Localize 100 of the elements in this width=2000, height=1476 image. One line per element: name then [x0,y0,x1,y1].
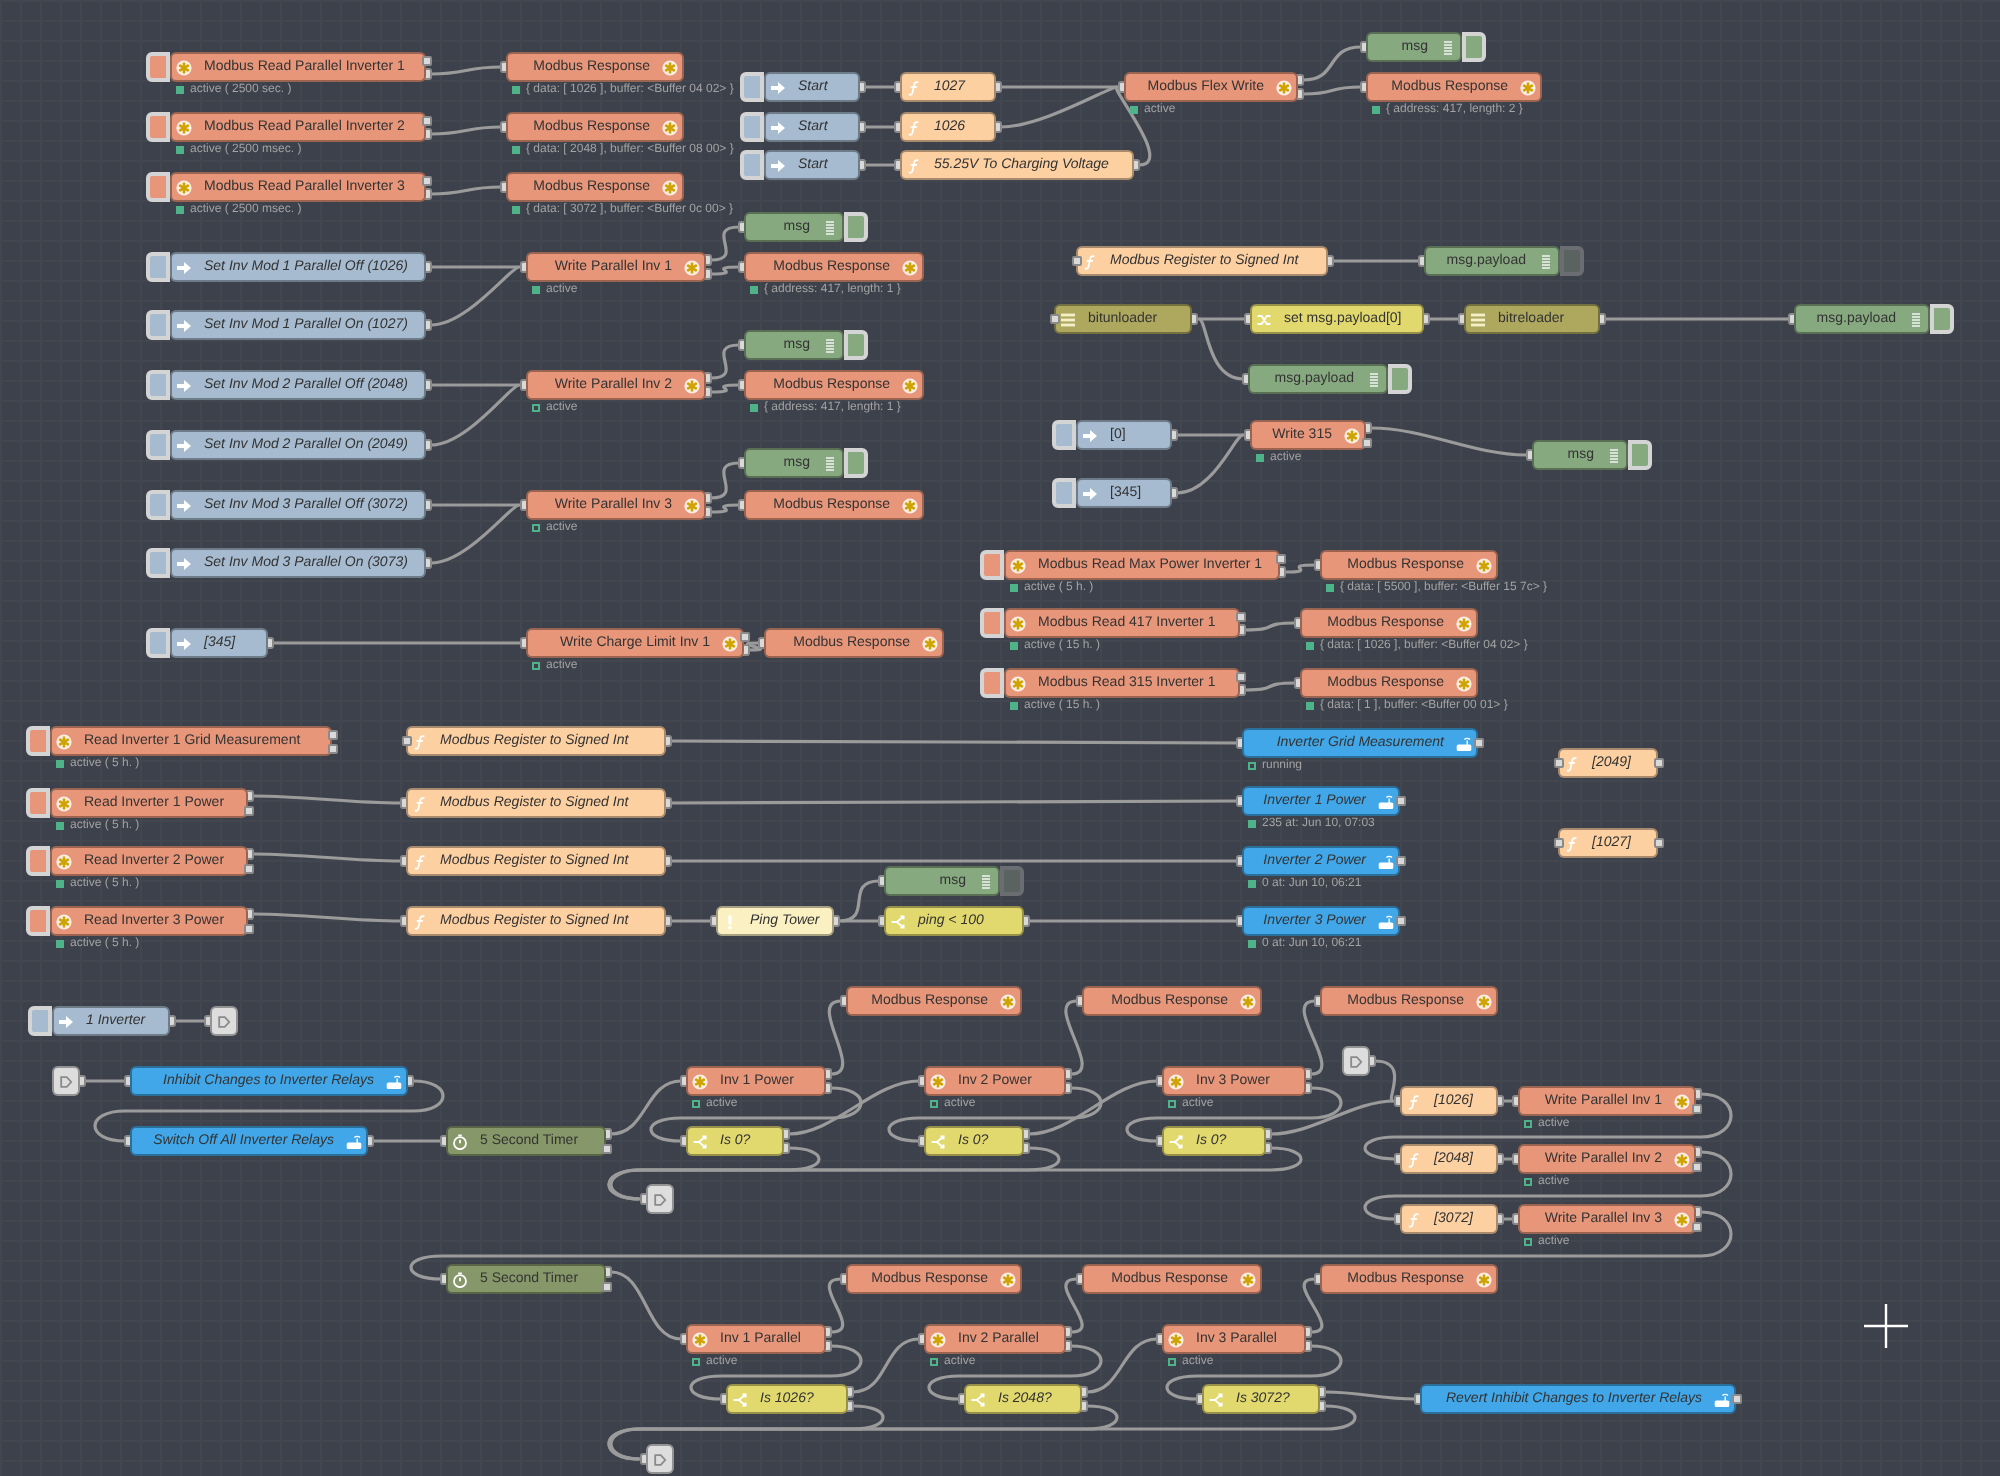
flow-node [1400,1144,1498,1174]
flow-node [846,1264,1022,1294]
flow-node [1400,1204,1498,1234]
flow-node [1300,668,1478,698]
flow-node [1202,1384,1320,1414]
flow-node [446,1264,606,1294]
flow-node [884,866,1000,896]
flow-node [744,330,844,360]
small-node [646,1184,674,1214]
flow-node [900,72,996,102]
flow-node [506,52,684,82]
flow-node [764,112,860,142]
flow-node [1558,748,1658,778]
flow-node [900,112,996,142]
flow-node [1320,1264,1498,1294]
flow-node [170,548,426,578]
flow-node [1320,986,1498,1016]
flow-node [406,846,666,876]
small-node [52,1066,80,1096]
wire [411,1206,1733,1285]
flow-node [526,252,706,282]
flow-node [764,72,860,102]
flow-node [170,370,426,400]
flow-node [1558,828,1658,858]
wire [649,1082,863,1147]
wire [1300,1273,1326,1338]
flow-node [744,370,924,400]
flow-node [686,1324,826,1354]
flow-node [1518,1204,1696,1234]
flow-node [1242,728,1478,758]
wire [607,1400,1357,1461]
small-node [646,1444,674,1474]
flow-node [846,986,1022,1016]
flow-node [170,628,268,658]
flow-node [900,150,1134,180]
flow-node [1162,1066,1306,1096]
wire [1363,1088,1733,1165]
flow-node [686,1126,784,1156]
flow-node [924,1126,1024,1156]
flow-node [170,52,426,82]
wire [927,1340,1103,1405]
flow-node [744,448,844,478]
flow-node [406,726,666,756]
flow-node [1162,1126,1266,1156]
wire [1060,995,1088,1080]
flow-node [924,1066,1066,1096]
flow-node [130,1126,368,1156]
flow-node [1532,440,1628,470]
flow-node [744,212,844,242]
flow-node [446,1126,606,1156]
flow-node [1242,846,1400,876]
flow-node [1366,72,1542,102]
flow-node [1420,1384,1736,1414]
wire [887,1082,1103,1147]
flow-node [50,846,248,876]
flow-node [1242,906,1400,936]
wire [1363,1146,1733,1225]
flow-node [764,150,860,180]
flow-node [526,490,706,520]
flow-node [1518,1086,1696,1116]
flow-node [1464,304,1600,334]
small-node [210,1006,238,1036]
flow-node [170,172,426,202]
wire [1060,1273,1088,1338]
wire [609,1142,821,1205]
flow-node [1004,668,1240,698]
flow-node [506,112,684,142]
flow-node [50,906,248,936]
flow-node [1518,1144,1696,1174]
flow-node [726,1384,848,1414]
flow-node [1076,478,1172,508]
flow-node [1004,550,1280,580]
wire [609,1400,885,1465]
flow-node [964,1384,1082,1414]
wire [93,1075,445,1147]
flow-node [50,788,248,818]
flow-node [50,726,332,756]
wire [1300,995,1326,1080]
flow-node [170,112,426,142]
flow-node [1076,420,1172,450]
flow-node [1124,72,1298,102]
wire [1125,1082,1343,1147]
flow-node [1424,246,1560,276]
flow-node [506,172,684,202]
flow-node [884,906,1024,936]
flow-node [716,906,834,936]
flow-node [406,788,666,818]
flow-node [1004,608,1240,638]
flow-node [1248,364,1388,394]
flow-node [1366,32,1462,62]
flow-node [170,490,426,520]
flow-node [1082,1264,1262,1294]
flow-node [1242,786,1400,816]
wire [608,1142,1302,1201]
flow-node [1300,608,1478,638]
flow-node [52,1006,170,1036]
flow-node [1076,246,1328,276]
flow-node [744,252,924,282]
flow-node [406,906,666,936]
flow-node [170,310,426,340]
